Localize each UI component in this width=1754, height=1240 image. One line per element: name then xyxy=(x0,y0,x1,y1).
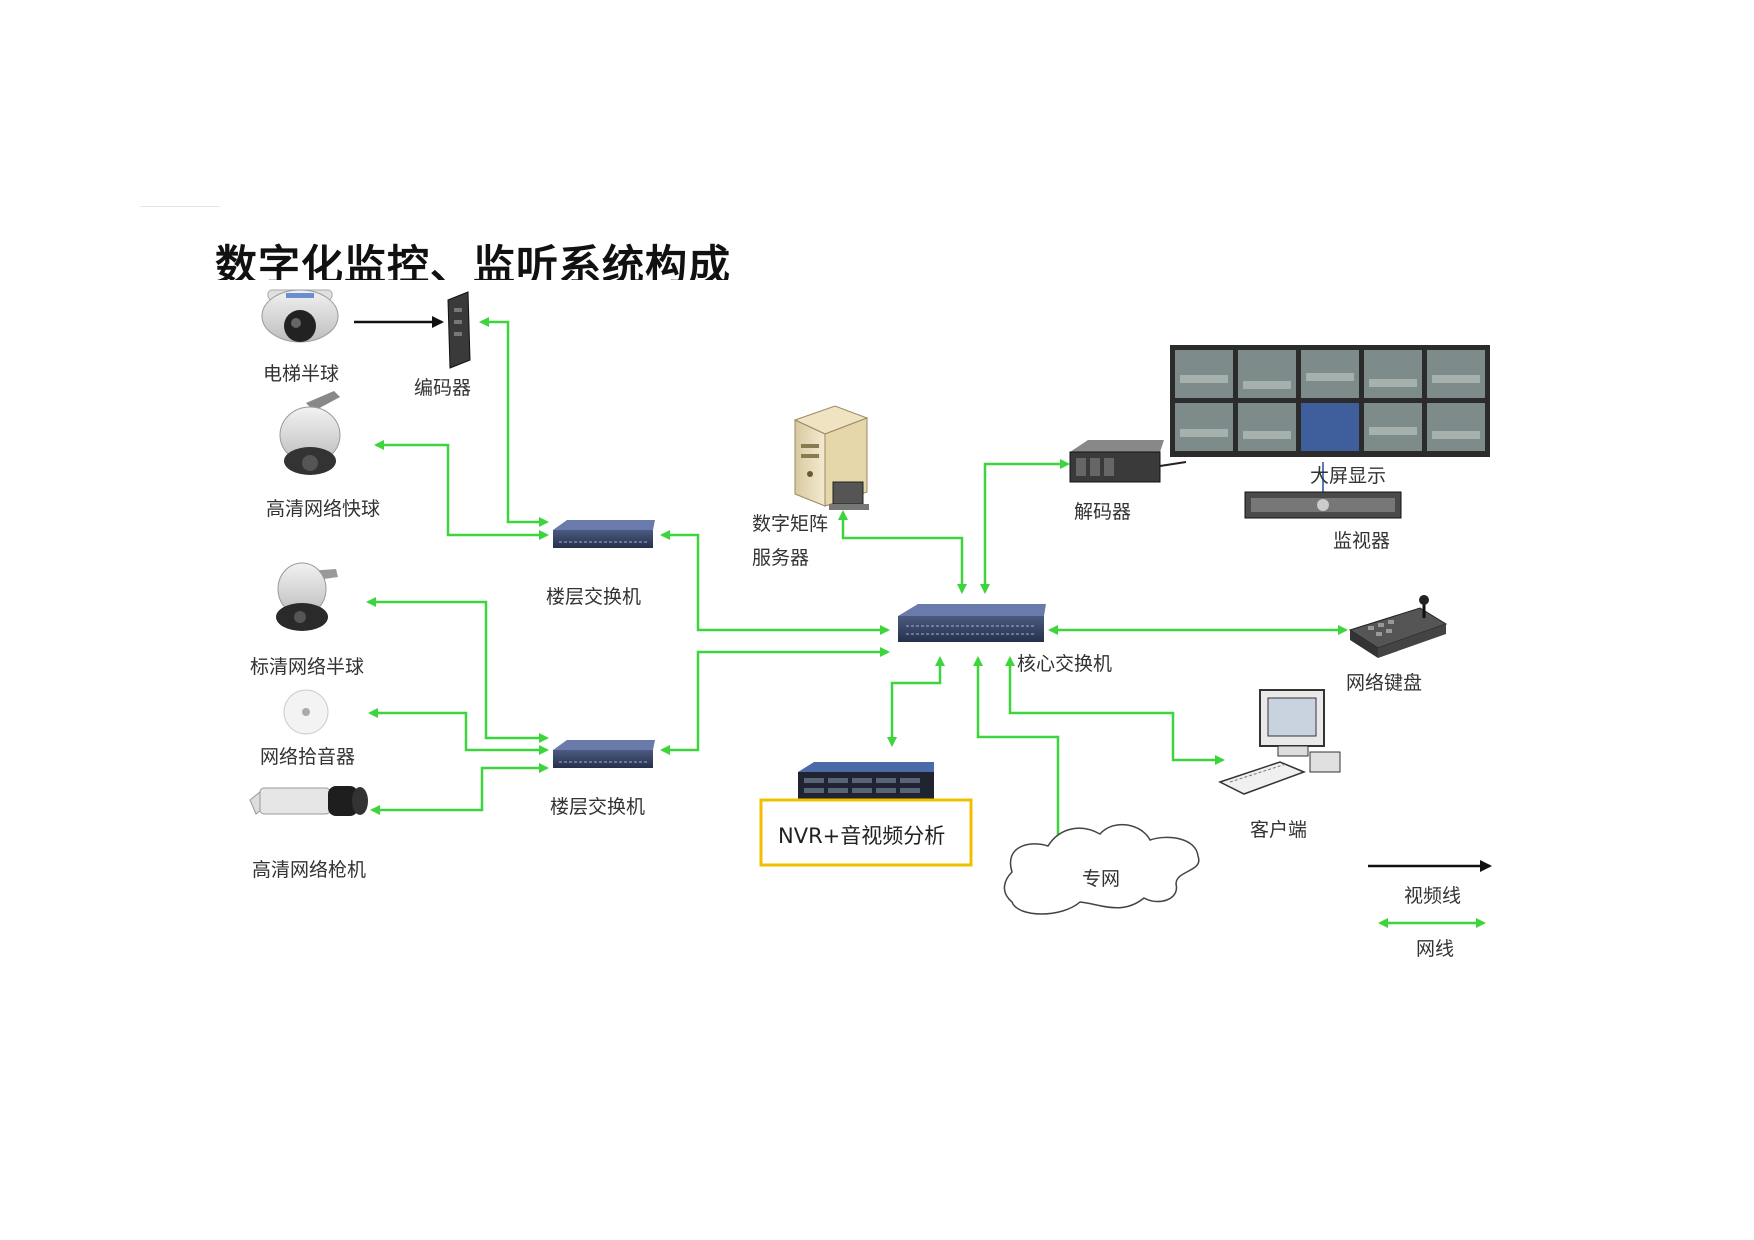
label-client: 客户端 xyxy=(1250,819,1307,841)
encoder-icon xyxy=(447,291,471,369)
dome-camera-icon xyxy=(261,289,339,343)
link-encoder-switch1 xyxy=(479,317,549,527)
label-nvr: NVR+音视频分析 xyxy=(778,824,945,848)
link-matrix-core xyxy=(838,510,967,594)
desktop-computer-icon xyxy=(1218,689,1341,795)
server-tower-icon xyxy=(793,405,869,510)
label-matrix-line2: 服务器 xyxy=(752,547,809,569)
decoder-icon xyxy=(1069,440,1187,483)
label-floor-switch-1: 楼层交换机 xyxy=(546,586,641,608)
label-sd-dome: 标清网络半球 xyxy=(250,656,364,678)
video-wall-icon xyxy=(1170,345,1490,457)
microphone-icon xyxy=(283,689,329,735)
legend-network-line-label: 网线 xyxy=(1416,938,1454,960)
cloud-icon xyxy=(1003,823,1200,915)
nvr-highlight-box xyxy=(759,798,973,867)
link-sddome-switch2 xyxy=(366,597,549,743)
legend-video-line-label: 视频线 xyxy=(1404,885,1461,907)
label-matrix-line1: 数字矩阵 xyxy=(752,513,828,535)
label-network-mic: 网络拾音器 xyxy=(260,746,355,768)
network-switch-icon xyxy=(898,604,1046,642)
page-title: 数字化监控、监听系统构成 xyxy=(215,241,732,280)
label-floor-switch-2: 楼层交换机 xyxy=(550,796,645,818)
monitor-rack-icon xyxy=(1244,491,1402,519)
bullet-camera-icon xyxy=(249,786,368,816)
keyboard-controller-icon xyxy=(1348,595,1448,658)
link-switch2-core xyxy=(660,647,890,755)
link-mic-switch2 xyxy=(368,708,549,755)
dome-camera-icon xyxy=(276,562,338,631)
label-hd-bullet: 高清网络枪机 xyxy=(252,859,366,881)
faint-rule xyxy=(140,206,220,207)
label-monitor: 监视器 xyxy=(1333,530,1390,552)
link-core-client xyxy=(1005,656,1225,765)
label-decoder: 解码器 xyxy=(1074,501,1131,523)
network-switch-icon xyxy=(553,520,655,548)
link-core-decoder xyxy=(980,459,1070,594)
label-hd-speed-dome: 高清网络快球 xyxy=(266,498,380,520)
label-core-switch: 核心交换机 xyxy=(1017,653,1112,675)
label-encoder: 编码器 xyxy=(414,377,471,399)
label-network-keyboard: 网络键盘 xyxy=(1346,672,1422,694)
label-private-network: 专网 xyxy=(1082,868,1120,890)
legend: 视频线 网线 xyxy=(1368,860,1492,960)
link-bullet-switch2 xyxy=(370,763,549,815)
label-big-screen: 大屏显示 xyxy=(1310,465,1386,487)
link-switch1-core xyxy=(660,530,890,635)
link-core-privatenet xyxy=(973,656,1063,849)
speed-dome-icon xyxy=(279,391,341,475)
network-switch-icon xyxy=(553,740,655,768)
network-links xyxy=(366,317,1348,849)
link-speeddome-switch1 xyxy=(374,440,549,540)
label-elevator-dome: 电梯半球 xyxy=(263,363,339,385)
link-core-nvr xyxy=(887,656,945,747)
